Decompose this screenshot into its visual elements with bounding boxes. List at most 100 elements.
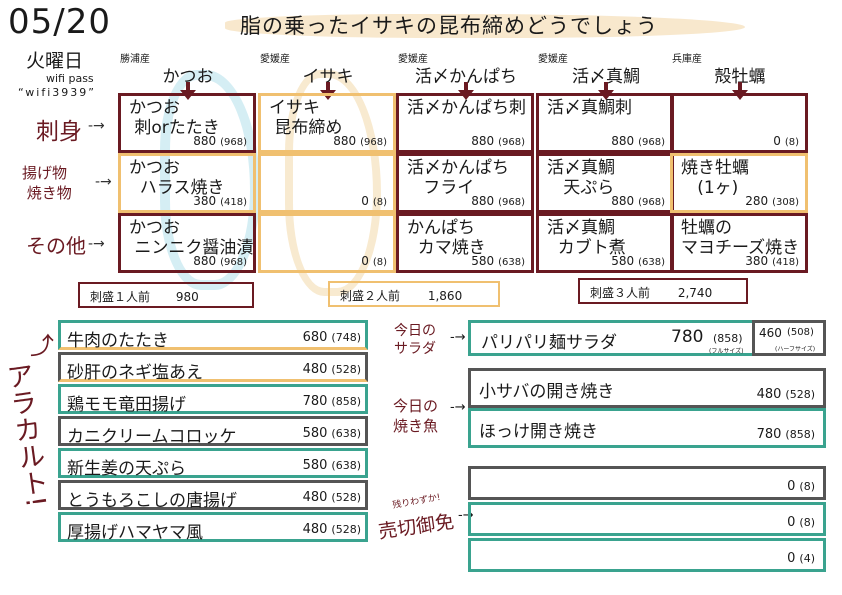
menu-cell-price-tax: (638) — [498, 257, 525, 268]
column-origin: 愛媛産 — [260, 54, 290, 65]
alacarte-item-price: 780(858) — [303, 394, 361, 409]
menu-cell-price-value: 880 — [611, 194, 635, 208]
set-1-price: 980 — [175, 290, 199, 304]
alacarte-item-price-tax: (528) — [331, 363, 361, 376]
alacarte-item-price-value: 680 — [302, 330, 328, 345]
menu-cell-price: 280(308) — [745, 194, 799, 208]
alacarte-item-price-tax: (748) — [331, 331, 361, 344]
grill-item-price-tax: (528) — [785, 388, 815, 401]
menu-cell-price: 880(968) — [611, 134, 665, 148]
set-2-label: 刺盛２人前 — [340, 289, 401, 303]
grill-arrow: -→ — [450, 400, 466, 415]
menu-cell-price: 380(418) — [193, 194, 247, 208]
grill-label: 今日の 焼き魚 — [393, 397, 439, 435]
row-arrow-3: -→ — [88, 236, 105, 252]
menu-cell-price-tax: (418) — [772, 257, 799, 268]
column-fish: 活〆真鯛 — [572, 67, 640, 87]
menu-cell-price: 0(8) — [361, 194, 387, 208]
menu-cell-price: 880(968) — [193, 254, 247, 268]
wifi-code: “wifi3939” — [18, 86, 96, 99]
menu-cell-name: かんぱち カマ焼き — [407, 218, 486, 258]
menu-cell-price-tax: (968) — [498, 197, 525, 208]
soldout-item-price-value: 0 — [787, 515, 796, 530]
menu-cell: 焼き牡蠣 (1ヶ)280(308) — [670, 153, 808, 213]
column-fish: かつお — [162, 67, 214, 87]
menu-cell-price: 380(418) — [745, 254, 799, 268]
column-origin: 勝浦産 — [120, 54, 150, 65]
alacarte-item-price-tax: (858) — [331, 395, 361, 408]
menu-cell-name: 活〆かんぱち フライ — [407, 158, 509, 198]
alacarte-item-price: 480(528) — [303, 362, 361, 377]
grill-item-price: 480(528) — [757, 387, 815, 402]
alacarte-item-price-tax: (638) — [331, 459, 361, 472]
menu-cell-price-value: 0 — [361, 194, 369, 208]
set-3: 刺盛３人前 2,740 — [578, 278, 748, 304]
menu-cell-price-value: 880 — [193, 134, 217, 148]
set-3-label: 刺盛３人前 — [590, 286, 651, 300]
menu-cell-price-tax: (968) — [638, 137, 665, 148]
menu-cell: 0(8) — [258, 213, 396, 273]
menu-cell-price-value: 880 — [333, 134, 357, 148]
set-2-price: 1,860 — [427, 289, 463, 303]
grill-item-price-tax: (858) — [785, 428, 815, 441]
menu-cell-price-tax: (638) — [638, 257, 665, 268]
salad-price-full: 780 — [671, 327, 704, 347]
alacarte-item-name: 新生姜の天ぷら — [67, 459, 186, 479]
soldout-small: 残りわずか! — [391, 492, 442, 512]
menu-cell-name: 活〆かんぱち刺 — [407, 98, 526, 118]
menu-cell: 0(8) — [670, 93, 808, 153]
title-brush — [225, 14, 745, 38]
row-arrow-1: -→ — [88, 118, 105, 134]
alacarte-item-price: 580(638) — [303, 426, 361, 441]
soldout-item-price: 0(4) — [787, 551, 815, 566]
salad-box: パリパリ麺サラダ 780 (858) (フルサイズ) — [468, 320, 764, 356]
menu-cell-price-tax: (968) — [220, 257, 247, 268]
menu-cell-price-tax: (968) — [638, 197, 665, 208]
set-1-label: 刺盛１人前 — [90, 290, 151, 304]
alacarte-item-price-value: 480 — [302, 522, 328, 537]
menu-cell-price: 0(8) — [361, 254, 387, 268]
soldout-item-price: 0(8) — [787, 515, 815, 530]
column-arrow-stem — [738, 82, 742, 92]
menu-cell-price: 880(968) — [471, 134, 525, 148]
alacarte-item-name: とうもろこしの唐揚げ — [67, 491, 237, 511]
salad-full-note: (フルサイズ) — [709, 348, 744, 355]
menu-cell-price-value: 0 — [773, 134, 781, 148]
grill-item: ほっけ開き焼き 780(858) — [468, 408, 826, 448]
alacarte-item-price-value: 480 — [302, 490, 328, 505]
soldout-item-price: 0(8) — [787, 479, 815, 494]
page-title: 脂の乗ったイサキの昆布締めどうでしょう — [240, 14, 658, 38]
menu-cell-price: 580(638) — [471, 254, 525, 268]
column-arrow-stem — [604, 82, 608, 92]
menu-cell-price: 880(968) — [611, 194, 665, 208]
menu-cell-price-tax: (968) — [220, 137, 247, 148]
grill-item-price-value: 780 — [756, 427, 782, 442]
row-label-fried-grilled: 揚げ物 焼き物 — [22, 164, 72, 202]
menu-cell-name: かつお ニンニク醤油漬 — [129, 218, 254, 258]
menu-cell-price-value: 880 — [193, 254, 217, 268]
menu-cell-name: 牡蠣の マヨチーズ焼き — [681, 218, 800, 258]
menu-cell-price-tax: (418) — [220, 197, 247, 208]
soldout-item-price-tax: (4) — [799, 552, 815, 565]
set-1: 刺盛１人前 980 — [78, 282, 254, 308]
row-label-other: その他 — [26, 234, 86, 258]
grill-item-name: ほっけ開き焼き — [479, 422, 598, 442]
set-2: 刺盛２人前 1,860 — [328, 281, 500, 307]
alacarte-item-price-tax: (528) — [331, 491, 361, 504]
alacarte-item: とうもろこしの唐揚げ 480(528) — [58, 480, 368, 511]
soldout-label: 売切御免 — [377, 510, 456, 544]
soldout-item: 0(4) — [468, 538, 826, 572]
menu-cell-price-value: 280 — [745, 194, 769, 208]
salad-half-box: 460 (508) (ハーフサイズ) — [752, 320, 826, 356]
column-origin: 兵庫産 — [672, 54, 702, 65]
salad-price-half: 460 — [759, 326, 782, 340]
